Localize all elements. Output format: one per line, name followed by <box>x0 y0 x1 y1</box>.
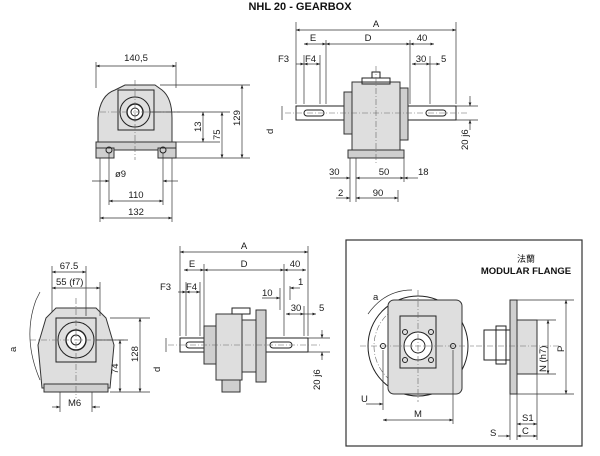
dim-a-left: a <box>8 346 19 352</box>
dim-30-mid: 30 <box>291 303 302 314</box>
dim-h128: 128 <box>130 346 141 362</box>
dim-h1: 13 <box>193 121 204 132</box>
dim-F4-mid: F4 <box>186 282 197 293</box>
dim-A-mid: A <box>241 241 248 252</box>
dim-b18: 18 <box>418 167 429 178</box>
dim-C: C <box>522 426 529 437</box>
dim-shaft: 20 j6 <box>460 129 471 150</box>
dim-30: 30 <box>416 54 427 65</box>
dim-U: U <box>361 394 368 405</box>
bottom-mid-view: A E D 40 F3 F4 10 1 30 5 d <box>152 241 330 393</box>
dim-D: D <box>365 33 372 44</box>
dim-b2: 2 <box>338 188 343 199</box>
top-left-view: 140,5 13 75 129 ø9 110 132 <box>92 53 250 222</box>
dim-h2: 75 <box>212 129 223 140</box>
dim-d: d <box>265 129 276 134</box>
dim-h3: 129 <box>232 110 243 126</box>
dim-M: M <box>414 409 422 420</box>
dim-base1: 110 <box>128 190 143 201</box>
page-title: NHL 20 - GEARBOX <box>248 1 352 13</box>
flange-panel: 法蘭 MODULAR FLANGE a U M <box>345 239 583 447</box>
dim-N: N (h7) <box>538 346 549 372</box>
dim-f: 55 (f7) <box>56 277 83 288</box>
dim-F3-mid: F3 <box>160 282 171 293</box>
bottom-left-view: a 67.5 55 (f7) 128 74 M6 <box>8 261 150 412</box>
dim-width: 140,5 <box>124 53 148 64</box>
dim-hole: ø9 <box>115 169 126 180</box>
dim-b90: 90 <box>373 188 384 199</box>
dim-b30: 30 <box>329 167 340 178</box>
dim-base2: 132 <box>128 207 144 218</box>
dim-5-mid: 5 <box>319 303 324 314</box>
dim-5: 5 <box>441 54 446 65</box>
dim-a-flange: a <box>373 292 379 303</box>
dim-F4: F4 <box>305 54 316 65</box>
flange-title-cn: 法蘭 <box>517 253 535 265</box>
dim-S1: S1 <box>522 413 534 424</box>
dim-E: E <box>310 33 316 44</box>
dim-10-mid: 10 <box>262 288 273 299</box>
flange-title-en: MODULAR FLANGE <box>481 266 571 277</box>
dim-h74: 74 <box>110 363 121 374</box>
dim-1-mid: 1 <box>298 277 303 288</box>
dim-40-mid: 40 <box>290 259 301 270</box>
dim-shaft-mid: 20 j6 <box>312 369 323 390</box>
dim-P: P <box>556 346 567 352</box>
dim-40: 40 <box>417 33 428 44</box>
dim-D-mid: D <box>241 259 248 270</box>
dim-F3: F3 <box>278 54 289 65</box>
dim-S: S <box>490 428 496 439</box>
top-right-view: A E D 40 F3 F4 30 5 d 20 j6 <box>265 19 478 202</box>
dim-A: A <box>373 19 380 30</box>
dim-m6: M6 <box>68 398 81 409</box>
dim-w: 67.5 <box>60 261 79 272</box>
dim-b50: 50 <box>379 167 390 178</box>
dim-E-mid: E <box>189 259 195 270</box>
dim-d-mid: d <box>152 367 163 372</box>
